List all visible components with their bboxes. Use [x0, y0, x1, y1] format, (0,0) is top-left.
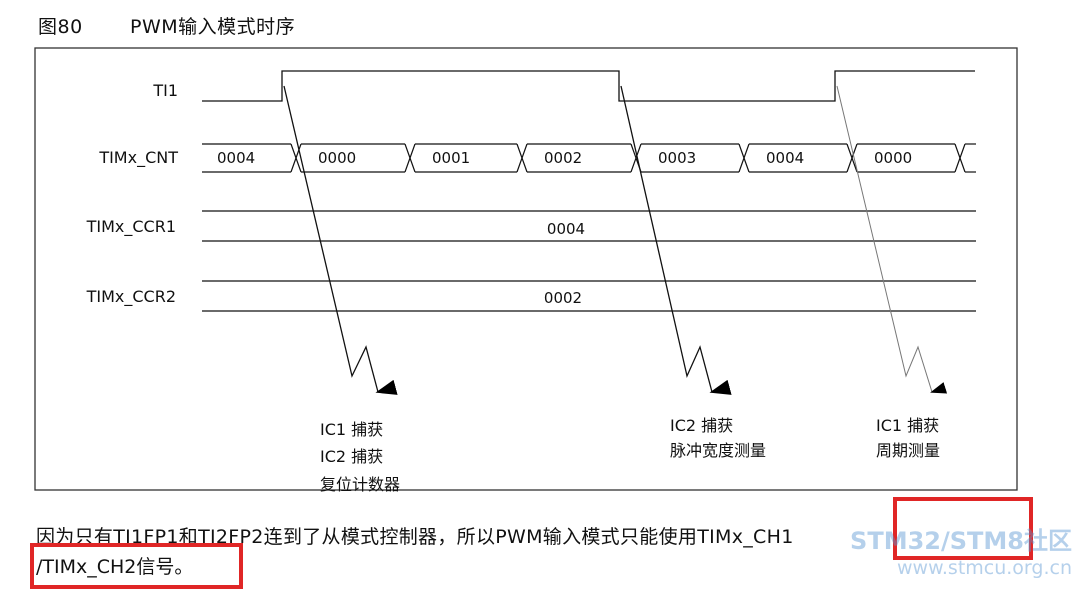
cnt-value-0: 0004: [217, 149, 255, 167]
cnt-value-2: 0001: [432, 149, 470, 167]
paragraph-line-2: /TIMx_CH2信号。: [36, 552, 193, 579]
watermark-line-2: www.stmcu.org.cn: [897, 557, 1072, 579]
cnt-cross-b-3: [516, 143, 528, 173]
highlight-box-ch2: [30, 543, 243, 589]
capture-2-line-1: IC2 捕获: [670, 416, 733, 435]
cnt-value-1: 0000: [318, 149, 356, 167]
capture-3-line-1: IC1 捕获: [876, 416, 939, 435]
paragraph-boxed-ch1: TIMx_CH1: [697, 526, 794, 548]
cnt-cross-b-7: [954, 143, 966, 173]
cnt-bus: 0004 0000 0001 0002 0003 0004 0000: [202, 143, 976, 173]
highlight-box-ch1: [893, 497, 1033, 560]
capture-arrow-2: [620, 85, 732, 395]
watermark-line-1: STM32/STM8社区: [850, 527, 1072, 555]
capture-3-line-2: 周期测量: [876, 441, 940, 460]
cnt-cross-b-2: [404, 143, 416, 173]
cnt-value-4: 0003: [658, 149, 696, 167]
paragraph-line-1: 因为只有TI1FP1和TI2FP2连到了从模式控制器，所以PWM输入模式只能使用…: [36, 522, 794, 549]
ccr2-value: 0002: [544, 289, 582, 307]
figure-caption: PWM输入模式时序: [130, 16, 296, 38]
ti1-waveform: [202, 70, 975, 102]
cnt-value-6: 0000: [874, 149, 912, 167]
label-ccr1: TIMx_CCR1: [86, 217, 176, 237]
cnt-cross-b-6: [846, 143, 858, 173]
cnt-value-5: 0004: [766, 149, 804, 167]
capture-1-line-1: IC1 捕获: [320, 420, 383, 439]
figure-title: 图80 PWM输入模式时序: [38, 12, 295, 39]
capture-1-line-3: 复位计数器: [320, 475, 400, 494]
capture-2-line-2: 脉冲宽度测量: [670, 441, 766, 460]
paragraph-boxed-ch2: /TIMx_CH2信号。: [36, 556, 194, 578]
paragraph-text: 因为只有TI1FP1和TI2FP2连到了从模式控制器，所以PWM输入模式只能使用: [36, 526, 698, 548]
diagram-frame: [34, 47, 1018, 491]
capture-1-line-2: IC2 捕获: [320, 447, 383, 466]
label-ccr2: TIMx_CCR2: [86, 287, 176, 307]
figure-number: 图80: [38, 16, 83, 38]
label-cnt: TIMx_CNT: [98, 148, 178, 168]
cnt-cross-b-4: [630, 143, 642, 173]
cnt-cross-b-5: [738, 143, 750, 173]
capture-arrow-3: [836, 85, 948, 394]
capture-arrow-1: [283, 85, 398, 395]
cnt-value-3: 0002: [544, 149, 582, 167]
label-ti1: TI1: [152, 81, 178, 100]
ccr1-value: 0004: [547, 220, 585, 238]
watermark: STM32/STM8社区 www.stmcu.org.cn: [850, 528, 1072, 582]
